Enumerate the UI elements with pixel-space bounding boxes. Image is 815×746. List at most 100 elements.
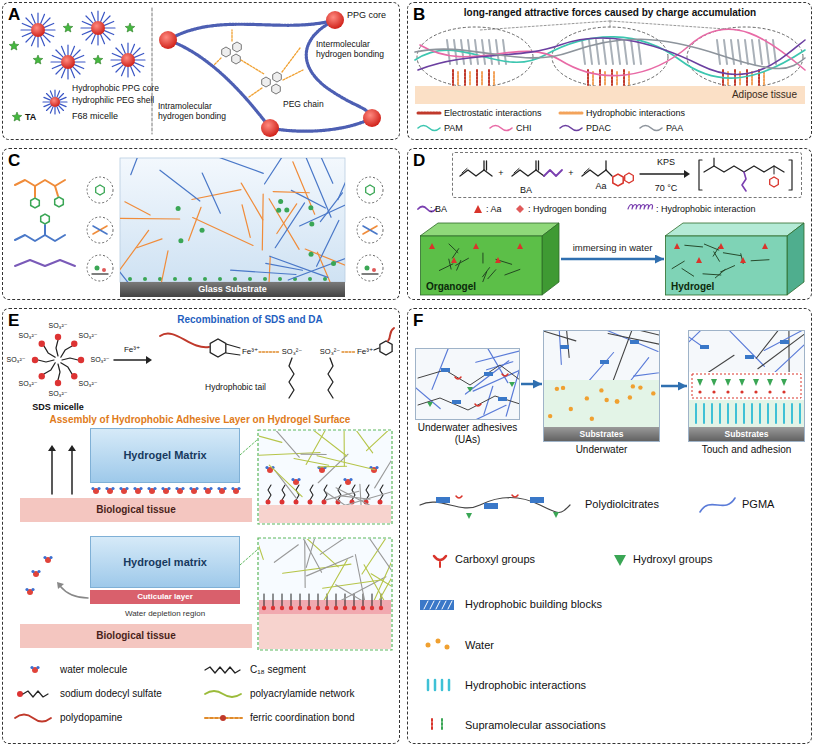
cube-shape bbox=[505, 269, 520, 275]
panel-heading: Recombination of SDS and DA bbox=[177, 314, 323, 326]
panel-a-illustration bbox=[45, 29, 55, 30]
panel-e-illustration bbox=[133, 487, 136, 490]
legend-text: Hydrophobic interactions bbox=[465, 679, 586, 692]
panel-f-illustration bbox=[614, 555, 626, 566]
panel-a-illustration bbox=[33, 55, 43, 64]
panel-c-illustration bbox=[55, 186, 58, 196]
panel-a-illustration bbox=[54, 107, 55, 114]
panel-c-network bbox=[266, 263, 303, 270]
stage-network bbox=[498, 397, 507, 401]
panel-f-illustration bbox=[767, 379, 773, 386]
hydrogel-matrix: Hydrogel Matrix bbox=[90, 428, 240, 483]
inset-network bbox=[291, 539, 322, 572]
node-text: Substrates bbox=[725, 430, 769, 439]
panel-f-illustration bbox=[436, 497, 450, 503]
panel-frame: FUnderwater adhesives (UAs)UnderwaterSub… bbox=[407, 308, 812, 744]
panel-a-illustration bbox=[233, 42, 242, 52]
panel-a-illustration bbox=[91, 12, 95, 21]
panel-c-illustration bbox=[323, 277, 327, 281]
panel-b-illustration bbox=[631, 40, 634, 64]
panel-f-illustration bbox=[783, 404, 785, 423]
node-text: Hydrogel matrix bbox=[123, 556, 207, 569]
panel-e-illustration bbox=[71, 373, 77, 379]
panel-b-illustration bbox=[731, 40, 734, 64]
stage-network bbox=[758, 331, 804, 368]
panel-c-network bbox=[306, 158, 331, 217]
panel-d-illustration bbox=[628, 205, 653, 210]
panel-b-illustration bbox=[490, 126, 512, 131]
panel-b-illustration bbox=[717, 40, 720, 64]
legend-text: Water bbox=[465, 639, 494, 652]
panel-e-illustration bbox=[352, 606, 356, 610]
panel-b-illustration bbox=[623, 70, 625, 85]
panel-c-network bbox=[176, 206, 181, 211]
panel-a-illustration bbox=[133, 48, 140, 55]
legend-text: PGMA bbox=[742, 498, 774, 511]
panel-c-illustration bbox=[188, 277, 192, 281]
cube-shape bbox=[457, 260, 461, 270]
cube-shape bbox=[473, 243, 479, 249]
panel-letter: C bbox=[8, 151, 20, 171]
cube-shape bbox=[704, 244, 718, 250]
panel-e-illustration bbox=[372, 594, 373, 606]
panel-c-illustration bbox=[31, 198, 40, 208]
stage-caption: Underwater bbox=[538, 444, 665, 456]
panel-frame: D+BA+AaKPS70 °COrganogelHydrogel bbox=[407, 148, 812, 300]
panel-e-illustration bbox=[55, 380, 61, 386]
panel-c-illustration bbox=[102, 268, 106, 272]
inset-network bbox=[368, 562, 391, 600]
stage-network bbox=[502, 374, 508, 376]
panel-b-illustration bbox=[758, 70, 760, 85]
panel-e-illustration bbox=[153, 487, 156, 490]
panel-b-illustration bbox=[745, 40, 748, 64]
panel-e-illustration bbox=[291, 594, 292, 606]
panel-e-illustration bbox=[366, 485, 369, 500]
inset-network bbox=[304, 540, 306, 587]
inset-network bbox=[318, 466, 346, 468]
panel-b-illustration bbox=[599, 70, 601, 85]
panel-b-illustration bbox=[616, 72, 618, 85]
panel-e-illustration bbox=[111, 487, 114, 490]
annotation-label: SO₃²⁻ bbox=[19, 380, 38, 388]
panel-b-illustration bbox=[415, 21, 805, 131]
panel-e-illustration bbox=[39, 373, 45, 379]
legend-text: Hydrophobic building blocks bbox=[465, 598, 602, 611]
panel-e-illustration bbox=[375, 466, 378, 469]
panel-c-illustration bbox=[357, 255, 383, 281]
panel-e-illustration bbox=[61, 346, 72, 357]
panel-a-illustration bbox=[52, 65, 61, 69]
panel-e-illustration bbox=[71, 450, 73, 494]
panel-a-illustration bbox=[73, 67, 80, 74]
panel-f-illustration bbox=[759, 404, 761, 423]
panel-e-illustration bbox=[203, 487, 206, 490]
panel-c-network bbox=[288, 257, 345, 280]
panel-a-illustration bbox=[22, 23, 31, 27]
panel-b-illustration bbox=[488, 70, 490, 85]
panel-e-illustration bbox=[259, 600, 391, 614]
panel-e-illustration bbox=[31, 588, 34, 591]
panel-a-illustration bbox=[241, 60, 264, 74]
panel-e-illustration bbox=[378, 500, 383, 505]
panel-a-illustration bbox=[60, 101, 67, 102]
panel-a-illustration bbox=[125, 23, 135, 32]
stage-network bbox=[758, 341, 804, 372]
panel-f-illustration bbox=[512, 495, 518, 497]
node-text: Biological tissue bbox=[96, 504, 175, 516]
panel-f-illustration bbox=[544, 380, 659, 427]
panel-e-illustration bbox=[388, 328, 394, 341]
stage-network bbox=[582, 353, 614, 380]
panel-e-illustration bbox=[268, 485, 271, 500]
panel-f-illustration bbox=[781, 379, 787, 386]
panel-c-network bbox=[338, 171, 345, 200]
panel-a-illustration bbox=[112, 63, 121, 67]
legend-text: : Aa bbox=[486, 204, 502, 214]
panel-e-illustration bbox=[297, 478, 300, 481]
panel-a-illustration bbox=[101, 34, 105, 43]
panel-b-illustration bbox=[552, 27, 668, 87]
cube-shape bbox=[723, 253, 740, 256]
panel-a-illustration bbox=[71, 68, 75, 77]
annotation-label: SDS micelle bbox=[32, 402, 84, 412]
edge-label: immersing in water bbox=[571, 243, 655, 254]
cube-shape bbox=[721, 266, 735, 272]
panel-b-illustration bbox=[418, 126, 440, 131]
